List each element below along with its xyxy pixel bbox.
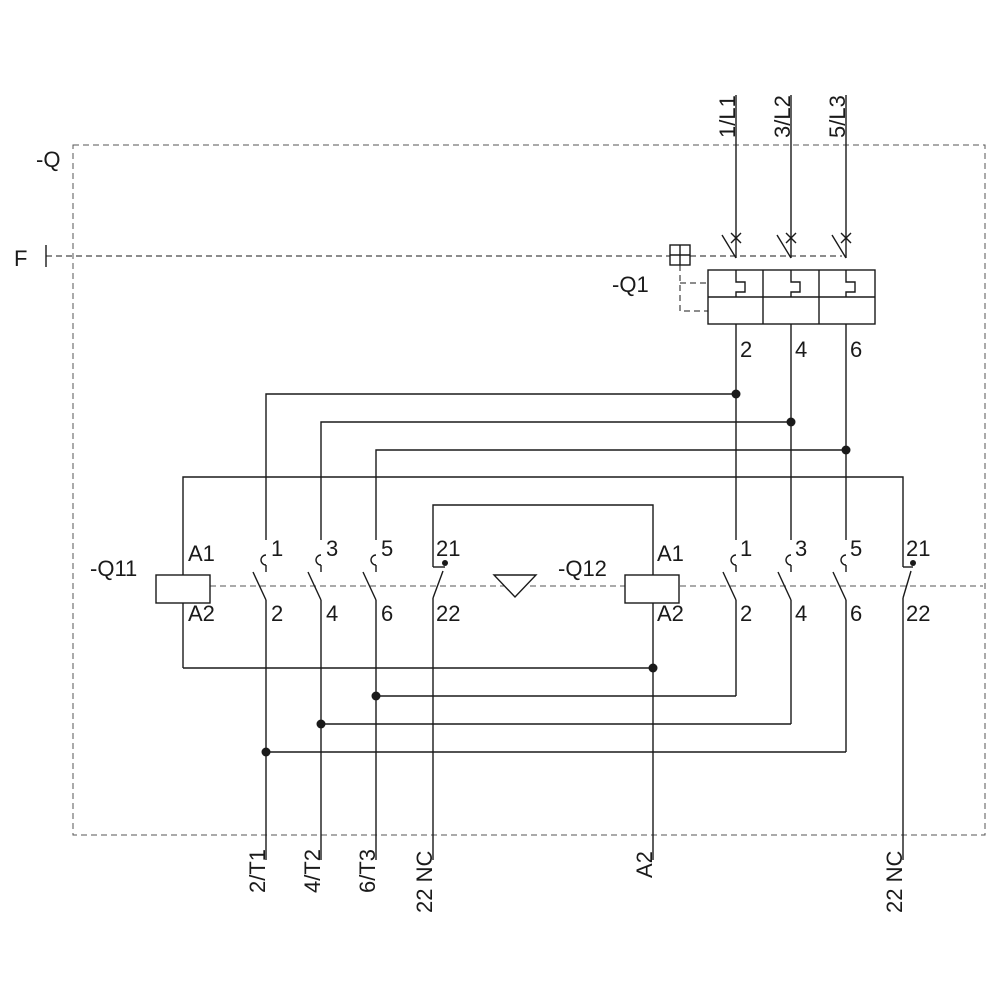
junction-dot [731, 389, 741, 399]
q11-aux-nc-contact [432, 560, 448, 860]
breaker-output-4: 4 [795, 337, 807, 362]
q11-coil-interlock-wire [182, 476, 904, 575]
q12-contact-line-5: 5 [850, 536, 862, 561]
q11-coil-a1: A1 [188, 541, 215, 566]
q12-aux-22: 22 [906, 601, 930, 626]
q11-contact-load-6: 6 [381, 601, 393, 626]
junction-dot [371, 691, 381, 701]
q12-contact-load-4: 4 [795, 601, 807, 626]
supply-terminal-l2: 3/L2 [770, 95, 795, 138]
q12-coil-interlock-wire [432, 504, 654, 575]
output-terminal-a2: A2 [632, 851, 657, 878]
breaker-body [707, 269, 876, 325]
q11-contact-line-3: 3 [326, 536, 338, 561]
actuator-label: F [14, 246, 27, 271]
output-terminal-t3: 6/T3 [355, 849, 380, 893]
q11-aux-21: 21 [436, 536, 460, 561]
supply-leads [721, 95, 852, 259]
output-terminal-nc1: 22 NC [412, 851, 437, 913]
output-terminal-nc2: 22 NC [882, 851, 907, 913]
supply-terminal-l1: 1/L1 [715, 95, 740, 138]
breaker-output-leads [735, 324, 847, 540]
junction-dot [841, 445, 851, 455]
q11-contact-line-1: 1 [271, 536, 283, 561]
breaker-output-2: 2 [740, 337, 752, 362]
q12-coil-a2: A2 [657, 601, 684, 626]
contactor-q11-coil [155, 574, 211, 604]
contactor-q12-coil [624, 574, 680, 604]
q11-aux-22: 22 [436, 601, 460, 626]
breaker-handle-icon [669, 244, 691, 266]
q12-contact-load-2: 2 [740, 601, 752, 626]
breaker-trip-link [679, 265, 708, 312]
q12-main-contacts [722, 554, 847, 752]
contactor-q12-label: -Q12 [558, 556, 607, 581]
assembly-label: -Q [36, 147, 60, 172]
junction-dot [648, 663, 658, 673]
q11-feed-wires [265, 393, 846, 540]
q12-contact-load-6: 6 [850, 601, 862, 626]
q12-contact-line-1: 1 [740, 536, 752, 561]
junction-dot [316, 719, 326, 729]
breaker-label: -Q1 [612, 272, 649, 297]
q12-contact-line-3: 3 [795, 536, 807, 561]
q11-contact-line-5: 5 [381, 536, 393, 561]
supply-terminal-l3: 5/L3 [825, 95, 850, 138]
contactor-q11-label: -Q11 [90, 556, 137, 581]
q11-contact-load-2: 2 [271, 601, 283, 626]
mechanical-interlock-icon [492, 574, 538, 599]
output-terminal-t1: 2/T1 [245, 849, 270, 893]
assembly-boundary [72, 144, 986, 836]
reversing-wires [266, 695, 846, 753]
q12-aux-21: 21 [906, 536, 930, 561]
output-terminal-t2: 4/T2 [300, 849, 325, 893]
junction-dot [261, 747, 271, 757]
q11-main-contacts [252, 554, 377, 860]
q11-coil-a2: A2 [188, 601, 215, 626]
q12-aux-nc-contact [902, 560, 916, 860]
q11-contact-load-4: 4 [326, 601, 338, 626]
junction-dot [786, 417, 796, 427]
breaker-output-6: 6 [850, 337, 862, 362]
q12-coil-a1: A1 [657, 541, 684, 566]
